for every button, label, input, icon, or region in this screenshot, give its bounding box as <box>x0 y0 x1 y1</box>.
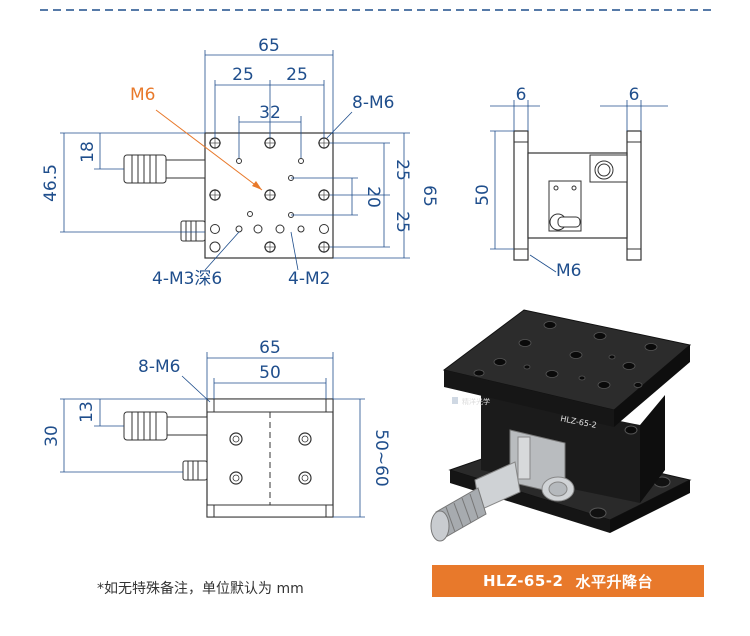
dim-side-6-right: 6 <box>629 85 640 105</box>
dim-top-32: 32 <box>259 103 281 123</box>
callout-m6-orange: M6 <box>130 85 155 105</box>
callout-4-m2: 4-M2 <box>288 269 330 289</box>
product-logo: 精洋光学 <box>462 397 490 406</box>
badge-model: HLZ-65-2 <box>482 572 564 590</box>
dim-left-18: 18 <box>78 141 98 163</box>
dim-side-6-left: 6 <box>516 85 527 105</box>
callout-8-m6: 8-M6 <box>352 93 394 113</box>
dim-top-65: 65 <box>258 36 280 56</box>
dim-right-65: 65 <box>419 185 439 207</box>
dim-front-50: 50 <box>259 363 281 383</box>
micrometer-top <box>123 154 206 184</box>
dim-front-30: 30 <box>42 425 62 447</box>
side-view: 6 6 50 M6 <box>473 85 668 281</box>
dim-right-25-top: 25 <box>392 159 412 181</box>
dim-top-25-right: 25 <box>286 65 308 85</box>
lock-screw-top <box>180 220 206 242</box>
top-view: 65 25 25 32 46.5 18 65 25 25 <box>41 36 439 289</box>
dim-front-65: 65 <box>259 338 281 358</box>
callout-side-m6: M6 <box>556 261 581 281</box>
product-photo: 精洋光学 HLZ-65-2 <box>430 309 692 542</box>
dim-left-46-5: 46.5 <box>41 164 61 202</box>
callout-4-m3: 4-M3深6 <box>152 269 222 289</box>
footer-note: *如无特殊备注，单位默认为 mm <box>97 581 304 597</box>
holes-small <box>209 158 329 253</box>
callout-front-8-m6: 8-M6 <box>138 357 180 377</box>
front-view: 65 50 8-M6 30 13 50~60 <box>42 338 391 518</box>
model-badge: HLZ-65-2 水平升降台 <box>432 565 704 597</box>
dim-right-20: 20 <box>363 186 383 208</box>
dim-top-25-left: 25 <box>232 65 254 85</box>
dim-right-25-bottom: 25 <box>392 211 412 233</box>
product-micrometer <box>430 461 521 542</box>
dim-front-13: 13 <box>77 401 97 423</box>
dim-front-50-60: 50~60 <box>371 429 391 487</box>
badge-name: 水平升降台 <box>575 572 653 591</box>
dim-side-50: 50 <box>473 184 493 206</box>
